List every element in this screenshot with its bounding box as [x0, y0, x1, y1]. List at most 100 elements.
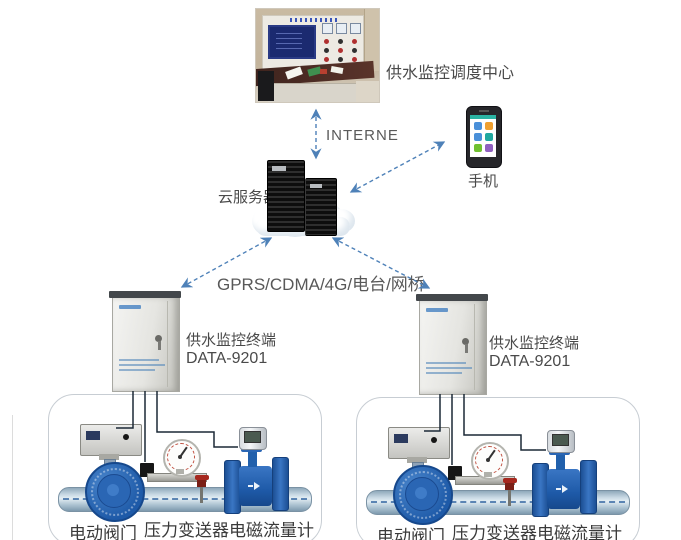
cabinet-text-line [426, 362, 466, 364]
pipe-centerline [371, 501, 625, 503]
terminal-model-label: DATA-9201 [489, 353, 571, 370]
phone-app-icon [485, 122, 493, 130]
flow-label: 电磁流量计 [229, 521, 314, 540]
pipe-centerline [63, 498, 307, 500]
console-button [324, 57, 329, 62]
cloud-server-label: 云服务器 [218, 189, 279, 206]
flow-direction-mark [248, 485, 253, 487]
valve-label: 电动阀门 [69, 524, 137, 540]
valve-bolt-ring [91, 468, 139, 516]
server-badge [272, 166, 286, 171]
gauge-center [486, 458, 490, 462]
valve-tap-handle [195, 475, 209, 480]
valve-tap-body [505, 483, 514, 490]
cabinet-handle-lever [465, 344, 468, 353]
flow-direction-arrow [254, 482, 260, 490]
cabinet-logo [119, 305, 141, 309]
phone-screen [470, 115, 496, 157]
console-meter [350, 23, 361, 34]
smartphone-icon [466, 106, 502, 168]
flow-direction-mark [556, 488, 561, 490]
server-tower-icon [267, 160, 305, 232]
console-front-panel [268, 83, 360, 102]
actuator-display [394, 434, 408, 443]
cabinet-lid [416, 294, 488, 301]
cabinet-handle [462, 338, 469, 345]
page-edge-line [12, 415, 13, 540]
cabinet-text-line [426, 367, 472, 369]
server-badge [310, 184, 322, 188]
server-tower-icon [305, 178, 337, 236]
console-button [338, 57, 343, 62]
console-computer-tower [258, 71, 274, 101]
desk-paper [320, 69, 327, 74]
phone-app-icon [474, 133, 482, 141]
console-meter [322, 23, 333, 34]
cabinet-text-line [426, 372, 462, 374]
flowmeter-flange [580, 460, 597, 514]
actuator-button [123, 434, 129, 440]
actuator-display [86, 431, 100, 440]
phone-app-icon [474, 144, 482, 152]
console-meter [336, 23, 347, 34]
phone-app-icon [485, 144, 493, 152]
pressure-rod [508, 490, 511, 506]
flow-direction-arrow [562, 485, 568, 493]
flow-label: 电磁流量计 [537, 524, 622, 540]
internet-label: INTERNE [326, 127, 399, 144]
terminal-name-label: 供水监控终端 [489, 335, 580, 352]
valve-bracket [407, 457, 427, 463]
gauge-stem [484, 472, 492, 477]
flowmeter-neck [556, 454, 565, 470]
console-title-text [290, 18, 338, 22]
console-monitor [268, 25, 316, 59]
cabinet-door-seam [167, 301, 168, 387]
console-button [338, 48, 343, 53]
terminal-model-label: DATA-9201 [186, 350, 268, 367]
phone-statusbar [470, 115, 496, 119]
terminal-name-label: 供水监控终端 [186, 332, 277, 349]
pressure-rod [200, 487, 203, 503]
cabinet-logo [426, 308, 448, 312]
control-center-label: 供水监控调度中心 [386, 65, 515, 82]
arrow-cloud-phone [349, 141, 446, 193]
network-link-label: GPRS/CDMA/4G/电台/网桥 [217, 275, 425, 294]
rtu-cabinet-icon [109, 291, 181, 392]
valve-actuator [388, 427, 450, 459]
phone-app-icon [474, 122, 482, 130]
valve-label: 电动阀门 [377, 527, 445, 540]
cabinet-text-line [119, 369, 155, 371]
phone-app-icon [485, 133, 493, 141]
console-button [338, 39, 343, 44]
actuator-button [431, 437, 437, 443]
flowmeter-display [244, 431, 261, 443]
site-equipment-group: 电动阀门 压力变送器 电磁流量计 [48, 394, 322, 540]
valve-bracket [99, 454, 119, 460]
console-button [324, 39, 329, 44]
valve-hub [415, 487, 427, 499]
cabinet-handle-lever [158, 341, 161, 350]
rtu-cabinet-icon [416, 294, 488, 395]
pressure-label: 压力变送器 [452, 524, 537, 540]
flowmeter-flange [272, 457, 289, 511]
cabinet-handle [155, 335, 162, 342]
gauge-center [178, 455, 182, 459]
flowmeter-neck [248, 451, 257, 467]
cabinet-lid [109, 291, 181, 298]
valve-tap-handle [503, 478, 517, 483]
console-button [352, 39, 357, 44]
phone-speaker [479, 110, 489, 112]
site-equipment-group: 电动阀门 压力变送器 电磁流量计 [356, 397, 640, 540]
valve-tap-body [197, 480, 206, 487]
cabinet-text-line [119, 359, 159, 361]
cabinet-text-line [119, 364, 165, 366]
flowmeter-display [552, 434, 569, 446]
phone-label: 手机 [468, 173, 499, 190]
console-button [324, 48, 329, 53]
valve-bolt-ring [399, 471, 447, 519]
monitor-screen-text [276, 33, 302, 49]
gauge-stem [176, 469, 184, 474]
console-button [352, 48, 357, 53]
valve-actuator [80, 424, 142, 456]
